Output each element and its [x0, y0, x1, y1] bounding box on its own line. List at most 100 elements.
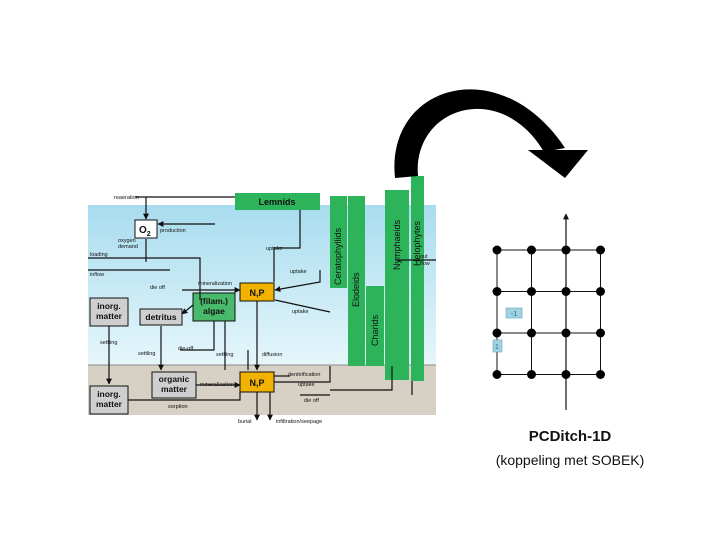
grid-node	[527, 287, 536, 296]
organic-matter-box	[151, 371, 197, 399]
lbl-production: production	[160, 228, 186, 234]
grid-node	[492, 287, 502, 296]
inorg-w-l2: matter	[96, 311, 123, 321]
algae-l2: algae	[203, 306, 225, 316]
curved-arrow	[394, 89, 588, 178]
grid-node	[596, 287, 605, 296]
grid-tag-left-text: 1	[495, 344, 499, 351]
np-sediment-label: N,P	[249, 378, 264, 388]
grid-node	[527, 245, 536, 255]
label-lemnids: Lemnids	[258, 197, 295, 207]
grid-node	[527, 370, 536, 379]
lbl-of-1: out	[420, 254, 428, 260]
lbl-loading: loading	[90, 252, 108, 258]
grid-tag-right-text: -1	[511, 311, 517, 318]
lbl-die-off: die off	[150, 285, 165, 291]
curved-arrow-shaft	[394, 89, 565, 178]
algae-l1: (filam.)	[200, 296, 228, 306]
caption-title: PCDitch-1D	[528, 428, 612, 445]
lbl-uptake-sed: uptake	[298, 382, 315, 388]
grid-node	[561, 328, 571, 338]
grid-tag-left	[492, 339, 503, 353]
lbl-reaeration: reaeration	[114, 195, 139, 201]
loading-line	[88, 257, 201, 300]
elodeids-bar	[348, 196, 365, 366]
sobek-grid: -1 1	[492, 213, 605, 410]
detritus-box	[139, 308, 183, 326]
label-ceratophyllids: Ceratophyllids	[333, 227, 343, 285]
o2-label: O2	[139, 225, 151, 238]
inorg-matter-water-box	[89, 297, 129, 327]
die-off-line	[181, 304, 194, 315]
lbl-uptake-algae: uptake	[292, 309, 309, 315]
ecosystem-diagram: Ceratophyllids Elodeids Charids Nymphaei…	[88, 176, 436, 425]
charids-bar	[366, 286, 384, 366]
org-l2: matter	[161, 384, 188, 394]
plants-down-line-1	[330, 366, 393, 391]
grid-node	[561, 370, 571, 379]
label-helophytes: Helophytes	[412, 220, 422, 266]
lbl-of-2: flow	[420, 261, 430, 267]
lbl-inflow: inflow	[90, 272, 104, 278]
lbl-die-off-mid: die-off	[178, 346, 194, 352]
lbl-denitrification: denitrification	[288, 372, 320, 378]
sorption-line	[128, 392, 241, 401]
grid-node	[492, 245, 502, 255]
org-l1: organic	[159, 374, 190, 384]
label-elodeids: Elodeids	[351, 272, 361, 307]
inorg-s-l2: matter	[96, 399, 123, 409]
o2-box	[134, 219, 158, 239]
caption-subtitle: (koppeling met SOBEK)	[495, 452, 645, 468]
inorg-matter-water-label: inorg.matter	[96, 301, 123, 321]
lemnids-bar	[235, 193, 320, 210]
process-arrows	[88, 196, 436, 421]
macrophyte-bars	[235, 176, 424, 381]
lbl-od-2: demand	[118, 244, 138, 250]
grid-node	[492, 328, 502, 338]
nymphaeids-bar	[385, 190, 409, 380]
algae-die-off-line	[180, 321, 215, 351]
grid-node	[527, 328, 536, 338]
grid-node	[561, 287, 571, 296]
lbl-od-1: oxygen	[118, 238, 136, 244]
lbl-settling-mid: settling	[138, 351, 155, 357]
lbl-mineralization-sed: mineralization	[200, 382, 234, 388]
grid-node	[596, 328, 605, 338]
lbl-mineralization: mineralization	[198, 281, 232, 287]
label-nymphaeids: Nymphaeids	[392, 219, 402, 270]
grid-node	[492, 370, 502, 379]
uptake-algae-line	[274, 299, 331, 313]
grid-node	[596, 370, 605, 379]
lbl-die-off-sed: die off	[304, 398, 319, 404]
inorg-matter-sed-box	[89, 385, 129, 415]
detritus-label: detritus	[145, 312, 176, 322]
curved-arrow-head	[528, 150, 588, 178]
np-water-label: N,P	[249, 288, 264, 298]
uptake-top-line	[273, 210, 301, 282]
lbl-settling-right: settling	[216, 352, 233, 358]
lbl-infiltration: infiltration/seepage	[276, 419, 322, 425]
sed-uptake-line	[274, 366, 331, 383]
inorg-s-l1: inorg.	[97, 389, 121, 399]
inorg-w-l1: inorg.	[97, 301, 121, 311]
lbl-uptake-mid: uptake	[290, 269, 307, 275]
helophytes-bar	[411, 176, 424, 381]
label-charids: Charids	[370, 314, 380, 346]
ceratophyllids-bar	[330, 196, 347, 288]
lbl-diffusion: diffusion	[262, 352, 282, 358]
inorg-matter-sed-label: inorg.matter	[96, 389, 123, 409]
lbl-burial: burial	[238, 419, 251, 425]
uptake-mid-line	[274, 270, 321, 293]
grid-tag-right	[505, 307, 523, 319]
grid-node	[561, 245, 571, 255]
grid-node	[596, 245, 605, 255]
lbl-settling-left: settling	[100, 340, 117, 346]
lbl-uptake-top: uptake	[266, 246, 283, 252]
lbl-sorption: sorption	[168, 404, 188, 410]
algae-label: (filam.)algae	[200, 296, 228, 316]
